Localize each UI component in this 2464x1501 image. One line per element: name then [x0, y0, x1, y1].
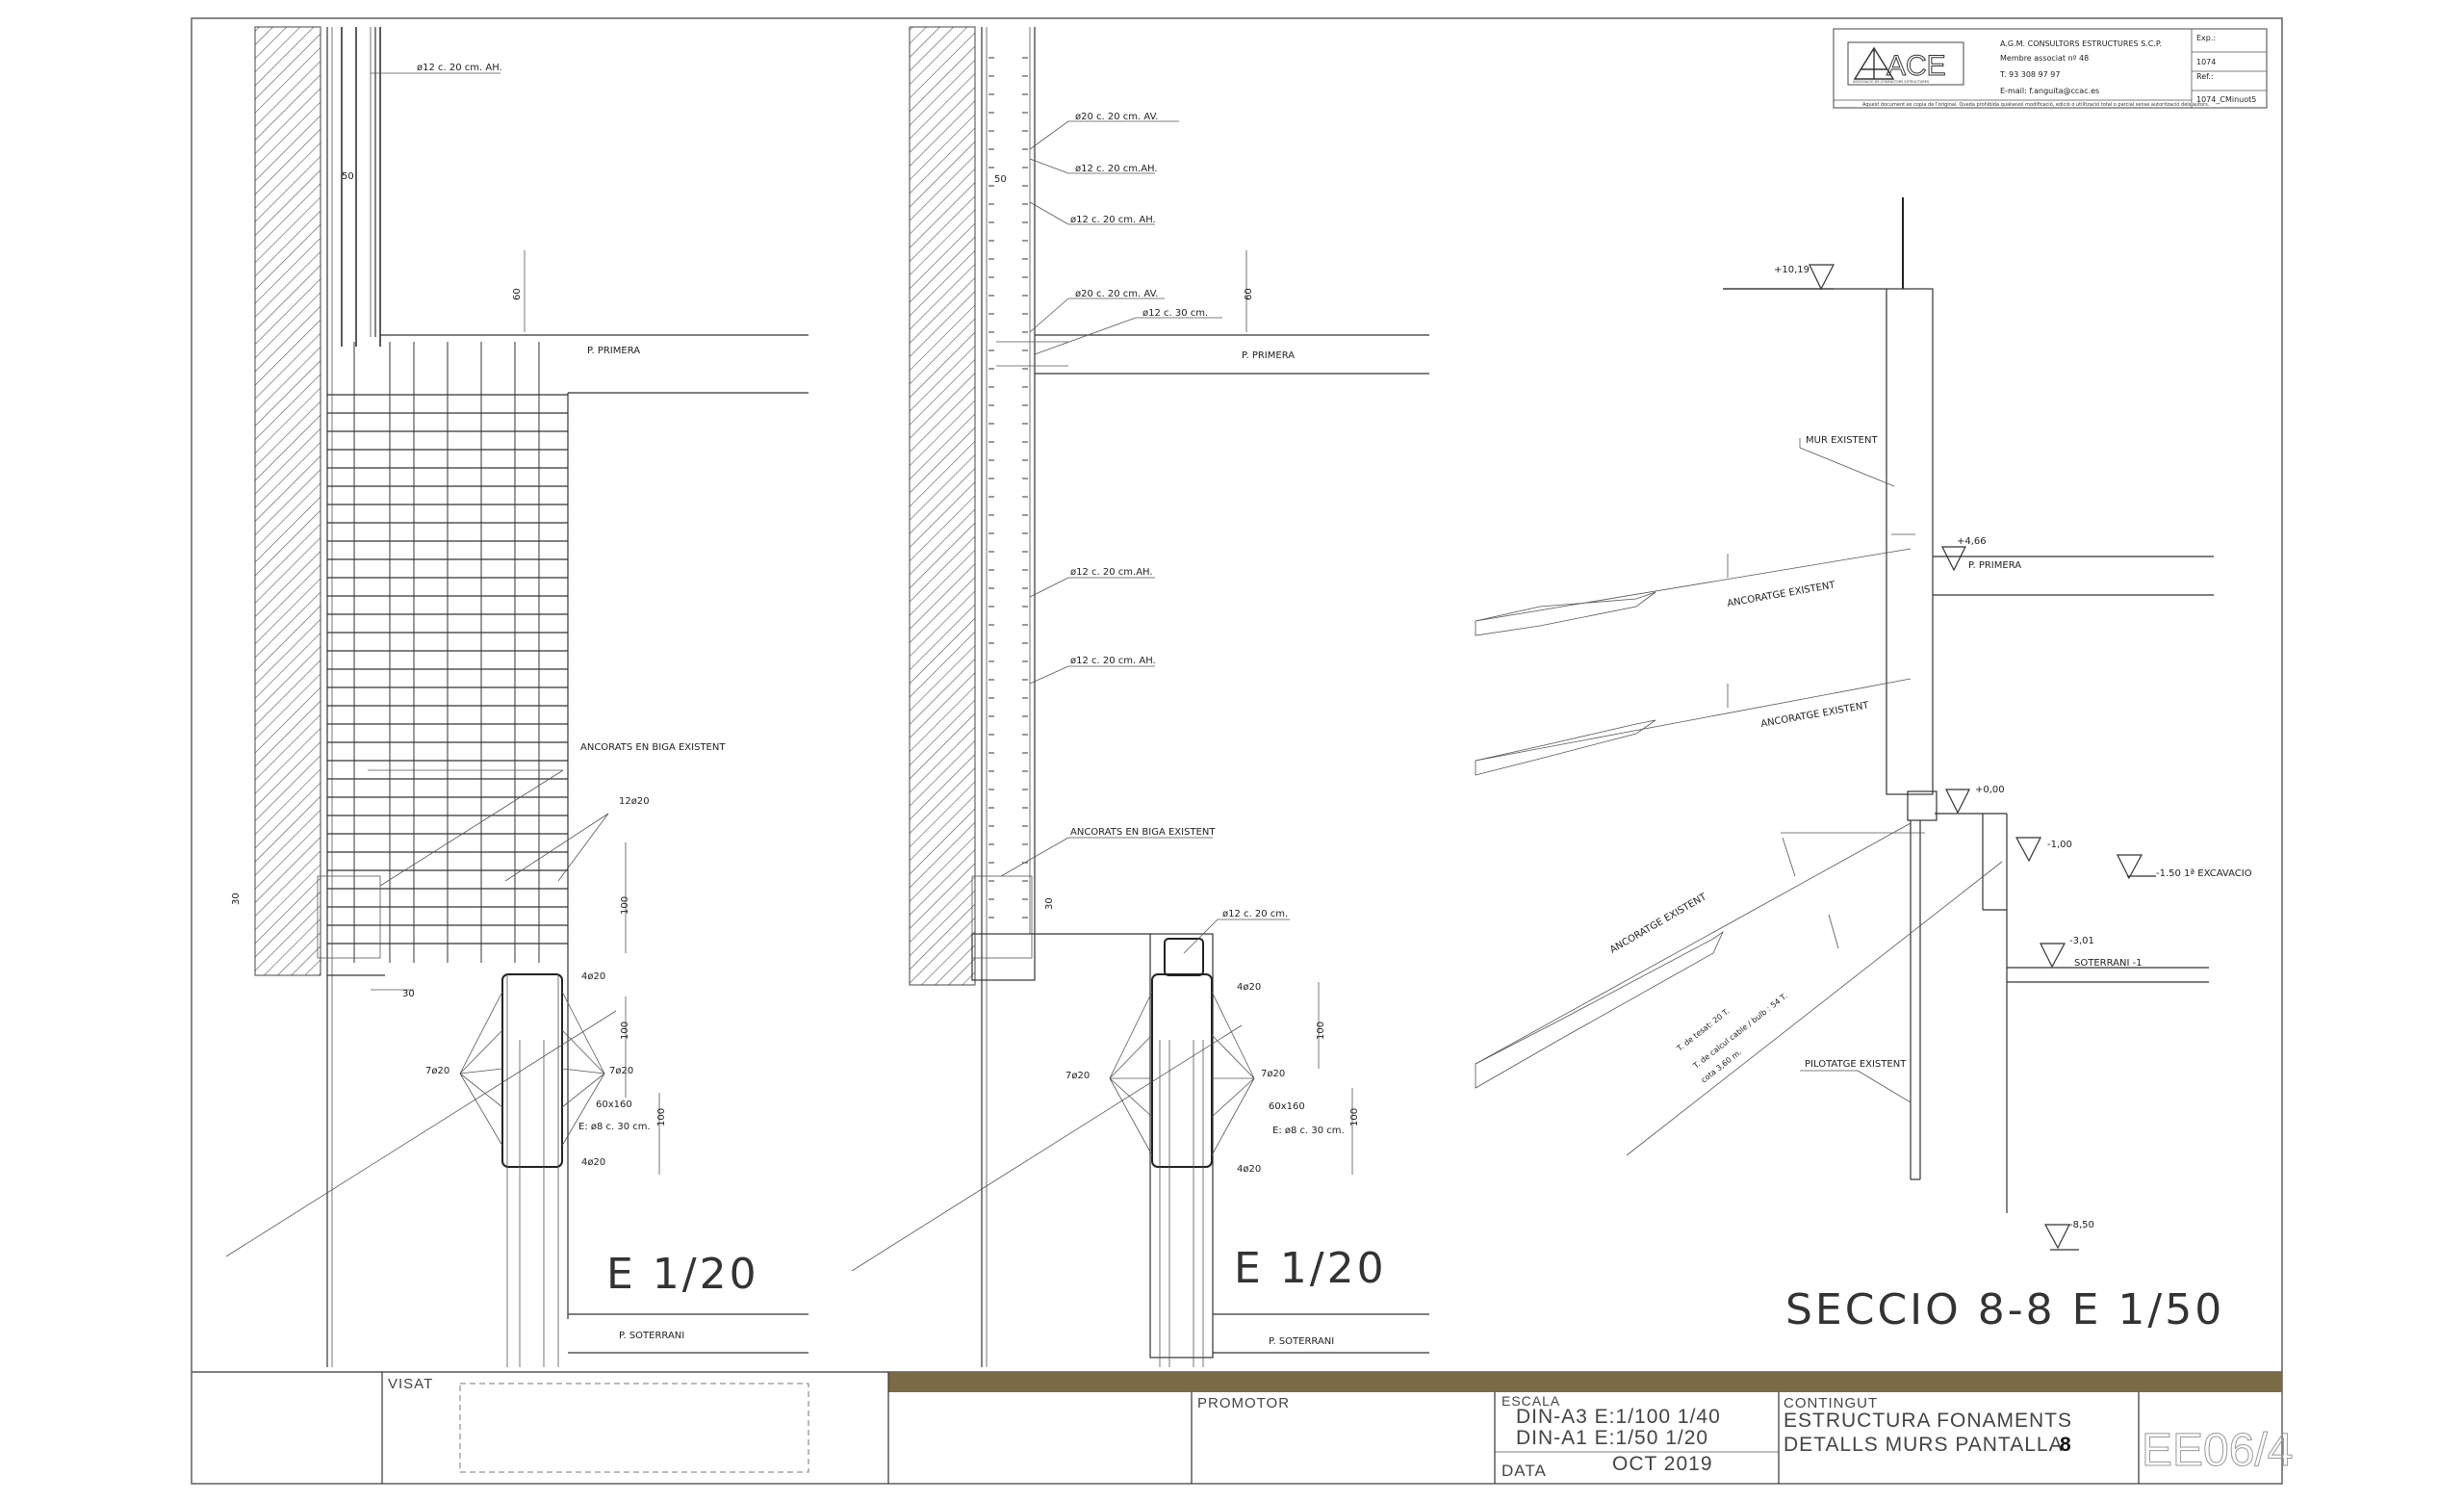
company-email: E-mail: f.anguita@ccac.es — [2000, 87, 2099, 95]
visat-label: VISAT — [388, 1376, 433, 1392]
mid-bar-1: ø20 c. 20 cm. AV. — [1075, 112, 1158, 122]
mid-dim-60: 60 — [1244, 288, 1254, 300]
left-dim-60: 60 — [512, 288, 523, 300]
anchor-1: ANCORATGE EXISTENT — [1727, 580, 1837, 609]
ref-label: Ref.: — [2196, 72, 2214, 81]
mid-floor-basement: P. SOTERRANI — [1269, 1336, 1334, 1347]
rebar-ticks — [988, 57, 1028, 919]
exp-value: 1074 — [2196, 58, 2216, 66]
existing-wall-hatch-mid — [909, 26, 976, 986]
mid-anchored-label: ANCORATS EN BIGA EXISTENT — [1070, 827, 1216, 838]
din-a1: DIN-A1 E:1/50 1/20 — [1516, 1427, 1708, 1449]
piles-existent: PILOTATGE EXISTENT — [1805, 1059, 1907, 1070]
mid-stirrups: E: ø8 c. 30 cm. — [1272, 1126, 1345, 1136]
mid-bars-4b: 4ø20 — [1237, 1164, 1261, 1175]
escala-label: ESCALA — [1502, 1393, 1560, 1409]
title-block: VISAT PROMOTOR ESCALA DIN-A3 E:1/100 1/4… — [192, 1371, 2294, 1484]
mid-section: 60x160 — [1269, 1101, 1305, 1112]
left-bars-4b: 4ø20 — [581, 1157, 605, 1168]
mid-bar-3: ø12 c. 20 cm. AH. — [1070, 215, 1156, 225]
left-bars-4a: 4ø20 — [581, 971, 605, 982]
exp-label: Exp.: — [2196, 34, 2216, 42]
left-floor-basement: P. SOTERRANI — [619, 1331, 684, 1341]
lvl-zero: +0,00 — [1975, 785, 2005, 795]
lvl-m850: -8,50 — [2069, 1220, 2094, 1230]
level-markers — [1723, 264, 2156, 1251]
mid-bars-7l: 7ø20 — [1065, 1071, 1090, 1081]
data-label: DATA — [1502, 1462, 1547, 1480]
company-phone: T. 93 308 97 97 — [1999, 70, 2060, 79]
left-stirrups: E: ø8 c. 30 cm. — [578, 1122, 651, 1132]
left-section: 60x160 — [596, 1100, 632, 1110]
left-bars-7r: 7ø20 — [609, 1066, 633, 1076]
lvl-m301: -3,01 — [2069, 936, 2094, 946]
left-dim-50: 50 — [342, 171, 354, 182]
sheet-border — [191, 17, 2283, 1485]
lvl-top: +10,19 — [1774, 265, 1810, 275]
left-dim-100a: 100 — [620, 896, 630, 915]
company-stamp: ACE ASSOCIACIÓ DE CONSULTORS ESTRUCTURES… — [1833, 28, 2268, 109]
left-dim-30-h: 30 — [402, 989, 415, 999]
left-floor-first: P. PRIMERA — [587, 346, 640, 356]
company-logo-sub: ASSOCIACIÓ DE CONSULTORS ESTRUCTURES — [1853, 79, 1930, 84]
mid-bar-5: ø12 c. 30 cm. — [1142, 308, 1208, 319]
mid-dim-30: 30 — [1044, 897, 1055, 910]
left-top-bar-label: ø12 c. 20 cm. AH. — [417, 63, 502, 73]
anchor-2: ANCORATGE EXISTENT — [1760, 700, 1871, 730]
mid-bar-8: ø12 c. 20 cm. — [1222, 909, 1288, 919]
basement-level: SOTERRANI -1 — [2074, 958, 2143, 969]
promotor-label: PROMOTOR — [1197, 1395, 1290, 1411]
bar-fan-left — [459, 991, 605, 1147]
mid-bars-7r: 7ø20 — [1261, 1069, 1285, 1079]
mid-bars-4a: 4ø20 — [1237, 982, 1261, 993]
mid-dim-100b: 100 — [1349, 1108, 1360, 1126]
company-name: A.G.M. CONSULTORS ESTRUCTURES S.C.P. — [2000, 39, 2162, 48]
mid-dim-50: 50 — [994, 174, 1007, 185]
contingut-label: CONTINGUT — [1784, 1395, 1878, 1411]
company-member: Membre associat nº 48 — [2000, 54, 2089, 63]
left-dim-30-v: 30 — [231, 893, 242, 905]
detail-middle: ø20 c. 20 cm. AV. ø12 c. 20 cm.AH. ø12 c… — [851, 26, 1429, 1367]
mid-bar-2: ø12 c. 20 cm.AH. — [1075, 164, 1158, 174]
anchors — [1475, 533, 2003, 1156]
ref-value: 1074_CMinuot5 — [2196, 95, 2256, 104]
mid-bar-4: ø20 c. 20 cm. AV. — [1075, 289, 1158, 299]
left-anchored-label: ANCORATS EN BIGA EXISTENT — [580, 742, 726, 753]
din-a3: DIN-A3 E:1/100 1/40 — [1516, 1406, 1721, 1428]
reinforcement-mesh — [327, 27, 568, 963]
mid-scale-title: E 1/20 — [1234, 1244, 1387, 1293]
data-value: OCT 2019 — [1612, 1453, 1713, 1475]
lvl-first: +4,66 — [1957, 536, 1987, 547]
leader-lines-mid — [1000, 120, 1290, 954]
mid-floor-first: P. PRIMERA — [1242, 350, 1295, 361]
left-scale-title: E 1/20 — [606, 1250, 759, 1299]
company-logo: ACE — [1886, 50, 1946, 82]
contingut-line-1: ESTRUCTURA FONAMENTS — [1784, 1410, 2072, 1432]
right-floor-first: P. PRIMERA — [1968, 560, 2021, 571]
mid-bar-6: ø12 c. 20 cm.AH. — [1070, 567, 1153, 578]
bar-fan-middle — [1109, 991, 1255, 1156]
existing-wall-hatch — [254, 26, 321, 976]
contingut-number: 8 — [2060, 1434, 2071, 1456]
excavation-level: -1.50 1ª EXCAVACIO — [2156, 868, 2252, 879]
lvl-m100: -1,00 — [2047, 840, 2072, 850]
detail-left: ø12 c. 20 cm. AH. 50 60 P. PRIMERA ANCOR… — [225, 26, 808, 1367]
section-scale-title: SECCIO 8-8 E 1/50 — [1785, 1285, 2224, 1334]
company-footer: Aquest document es copia de l'original. … — [1862, 101, 2210, 108]
contingut-line-2: DETALLS MURS PANTALLA — [1784, 1434, 2064, 1456]
left-bars-12: 12ø20 — [619, 796, 650, 807]
ace-logo-icon — [1853, 46, 1895, 80]
mid-bar-7: ø12 c. 20 cm. AH. — [1070, 656, 1156, 666]
left-dim-100b: 100 — [620, 1022, 630, 1040]
section-8-8: +10,19 MUR EXISTENT +4,66 P. PRIMERA ANC… — [1475, 197, 2252, 1334]
left-dim-100c: 100 — [656, 1108, 667, 1126]
sheet-code: EE06/4 — [2142, 1425, 2293, 1476]
wall-existent: MUR EXISTENT — [1806, 435, 1878, 446]
left-bars-7l: 7ø20 — [425, 1066, 449, 1076]
mid-dim-100a: 100 — [1316, 1022, 1326, 1040]
anchor-3: ANCORATGE EXISTENT — [1608, 892, 1709, 956]
title-band — [888, 1372, 2282, 1392]
